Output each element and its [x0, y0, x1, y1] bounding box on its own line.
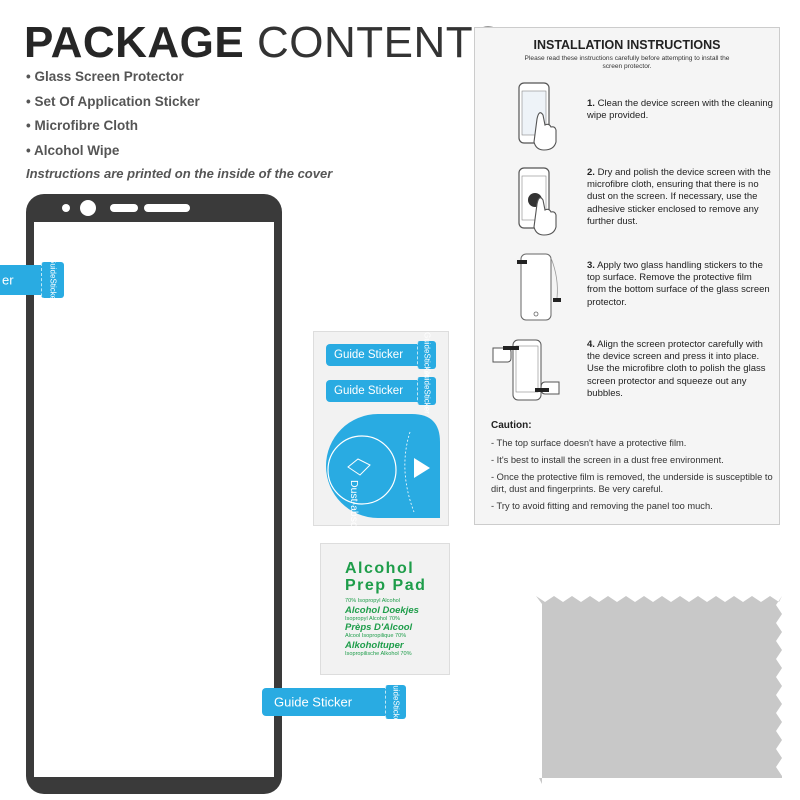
guide-sticker-tab-label: GuideSticker — [391, 679, 401, 725]
caution-item: - Try to avoid fitting and removing the … — [491, 501, 713, 511]
sticker-sheet: Guide Sticker GuideSticker Guide Sticker… — [313, 331, 449, 547]
caution-item: - Once the protective film is removed, t… — [491, 472, 773, 494]
contents-item: • Glass Screen Protector — [26, 69, 184, 84]
sensor-dot-icon — [62, 204, 70, 212]
guide-sticker-partial-label: er — [2, 272, 14, 288]
step-2: 2. Dry and polish the device screen with… — [587, 167, 771, 227]
instructions-subtitle: Please read these instructions carefully… — [524, 55, 730, 70]
polish-screen-icon — [518, 167, 557, 236]
dust-absorber-label: Dust-absorber — [348, 480, 360, 547]
dust-absorber-sticker — [326, 414, 440, 518]
pad-line-bold: Alkoholtuper — [345, 639, 404, 651]
contents-item: • Set Of Application Sticker — [26, 93, 200, 109]
guide-sticker: Guide Sticker GuideSticker — [262, 679, 406, 725]
contents-item: • Alcohol Wipe — [26, 142, 120, 158]
contents-item: • Microfibre Cloth — [26, 118, 138, 134]
page-title: PACKAGE CONTENTS — [24, 18, 503, 68]
pad-line-bold: Prèps D'Alcool — [345, 622, 413, 634]
pad-line-bold: Alcohol Doekjes — [345, 604, 419, 616]
guide-sticker-label: Guide Sticker — [334, 349, 404, 361]
glass-screen-protector — [26, 194, 282, 794]
installation-instructions-panel: INSTALLATION INSTRUCTIONS Please read th… — [474, 27, 780, 525]
earpiece-icon — [144, 204, 190, 212]
contents-list: • Glass Screen Protector • Set Of Applic… — [26, 68, 200, 166]
guide-sticker-tab-label: GuideSticker — [422, 368, 432, 414]
pad-title: Alcohol Prep Pad — [345, 560, 426, 594]
camera-icon — [80, 200, 96, 216]
pad-line-small: Alcool Isopropilique 70% — [345, 633, 407, 640]
guide-sticker-partial: er GuideSticker — [0, 257, 64, 303]
guide-sticker-label: Guide Sticker — [334, 385, 404, 397]
guide-sticker: Guide Sticker GuideSticker — [326, 332, 436, 378]
instructions-title: INSTALLATION INSTRUCTIONS — [533, 38, 721, 52]
apply-stickers-icon — [517, 253, 561, 321]
title-light: CONTENTS — [257, 18, 503, 67]
sensor-pill-icon — [110, 204, 138, 212]
step-1: 1. Clean the device screen with the clea… — [587, 98, 773, 122]
align-press-icon — [492, 339, 560, 401]
pad-line-small: Isopropilische Alkohol 70% — [345, 650, 412, 657]
guide-sticker-tab-label: GuideSticker — [48, 257, 58, 303]
title-bold: PACKAGE — [24, 18, 245, 67]
caution-item: - The top surface doesn't have a protect… — [491, 438, 687, 448]
step-3: 3. Apply two glass handling stickers to … — [587, 260, 770, 308]
guide-sticker: Guide Sticker GuideSticker — [326, 368, 436, 414]
caution-list: - The top surface doesn't have a protect… — [491, 437, 773, 517]
instructions-note: Instructions are printed on the inside o… — [26, 166, 333, 181]
caution-item: - It's best to install the screen in a d… — [491, 455, 724, 465]
pad-title-line2: Prep Pad — [345, 577, 427, 594]
guide-sticker-label: Guide Sticker — [274, 694, 353, 710]
microfibre-cloth — [536, 596, 782, 784]
clean-screen-icon — [518, 82, 557, 151]
pad-line-small: 70% Isopropyl Alcohol — [345, 598, 401, 604]
step-4: 4. Align the screen protector carefully … — [587, 339, 766, 399]
caution-title: Caution: — [491, 420, 532, 431]
pad-line-small: Isopropyl Alcohol 70% — [345, 615, 401, 622]
pad-title-line1: Alcohol — [345, 560, 415, 577]
protector-screen-area — [34, 222, 274, 777]
